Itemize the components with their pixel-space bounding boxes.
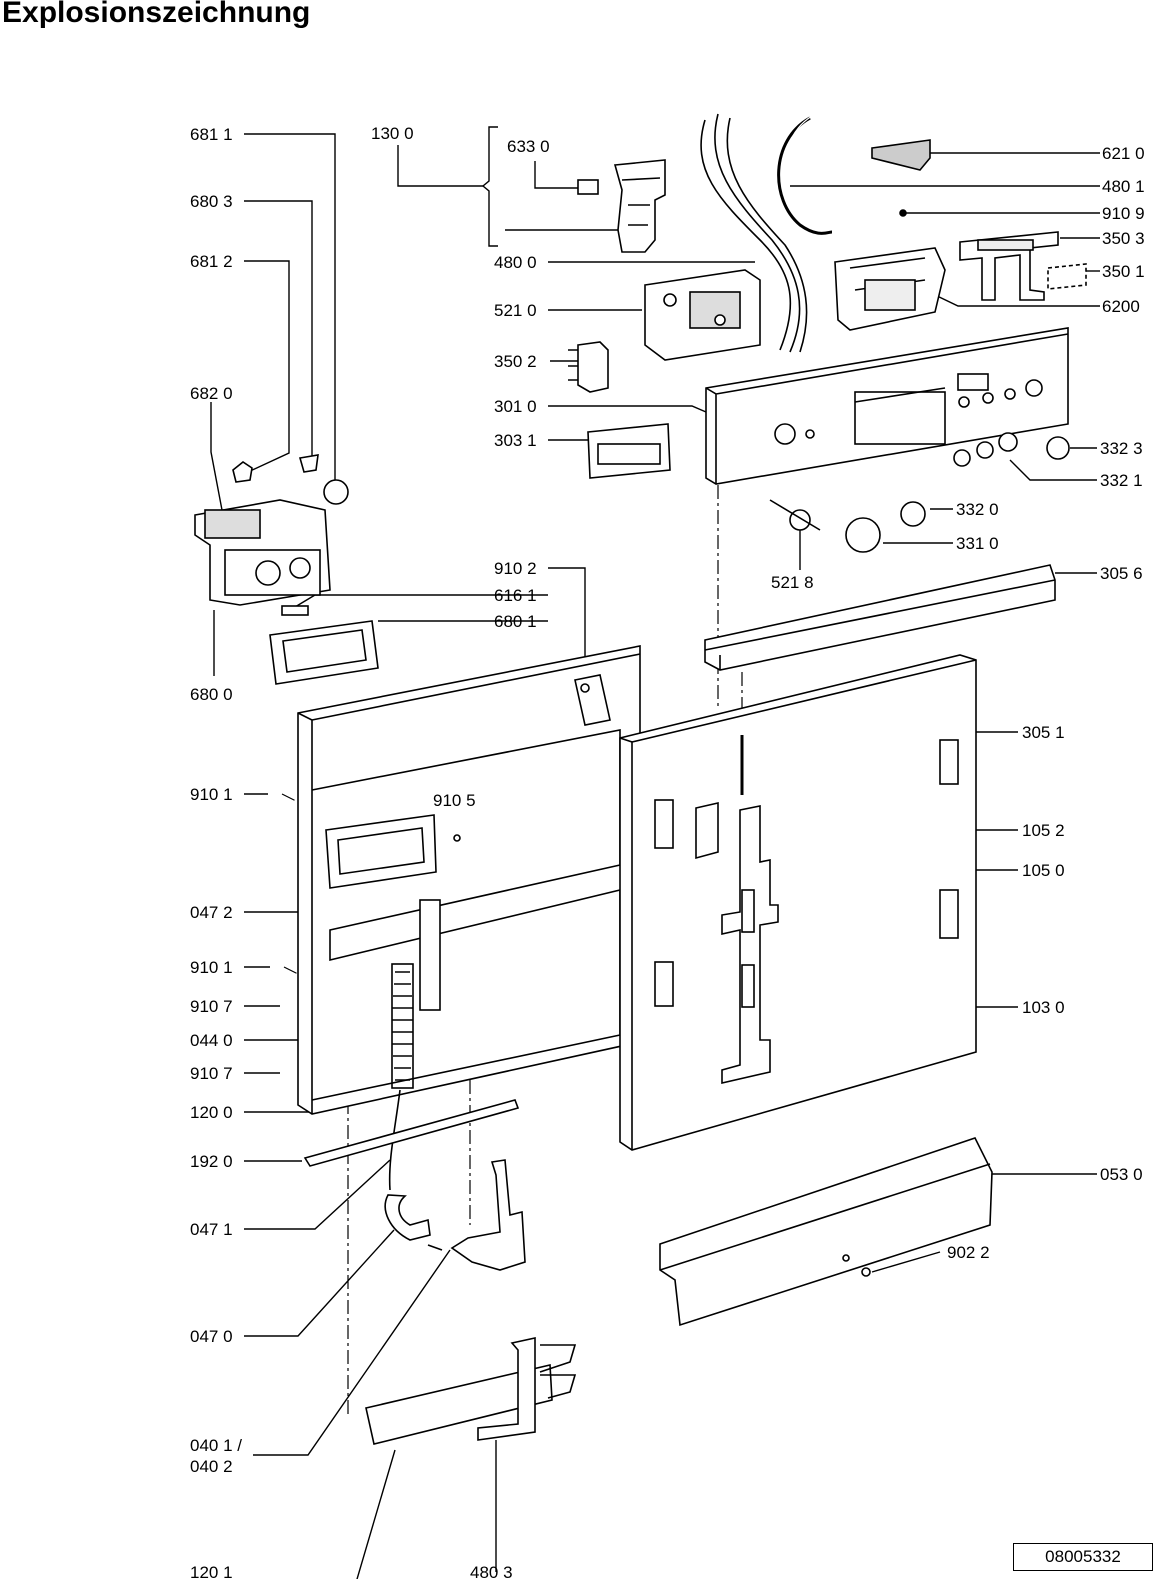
part-label: 120 1: [190, 1563, 233, 1579]
part-label: 910 7: [190, 997, 233, 1016]
knob-332-1a: [953, 449, 971, 467]
part-label: 480 1: [1102, 177, 1145, 196]
knob-332-1b: [976, 441, 994, 459]
hinge-bracket-040: [450, 1159, 526, 1271]
part-616-1: [281, 605, 309, 616]
rail-305-6: [704, 564, 1056, 671]
part-label: 680 3: [190, 192, 233, 211]
part-label: 305 6: [1100, 564, 1143, 583]
strip-192-0: [303, 1099, 520, 1167]
screw-910-9: [899, 209, 907, 217]
wiring-harness-480-0: [700, 113, 808, 353]
part-label: 105 2: [1022, 821, 1065, 840]
part-label: 910 2: [494, 559, 537, 578]
part-label: 303 1: [494, 431, 537, 450]
base-strip-120-1: [365, 1364, 553, 1445]
part-label: 130 0: [371, 124, 414, 143]
bracket-480-3: [477, 1337, 536, 1441]
part-label: 680 1: [494, 612, 537, 631]
strip-350-1: [1047, 263, 1087, 290]
part-label: 047 0: [190, 1327, 233, 1346]
part-label: 633 0: [507, 137, 550, 156]
part-label: 053 0: [1100, 1165, 1143, 1184]
knob-331-0: [845, 517, 881, 553]
switch-633-0: [577, 179, 599, 195]
door-lock-bracket: [613, 159, 666, 253]
screw-902-2: [861, 1267, 871, 1277]
part-label: 040 1 /: [190, 1436, 242, 1455]
part-label: 480 0: [494, 253, 537, 272]
bracket-350-2: [577, 341, 609, 393]
outer-door-103-0: [619, 654, 977, 1151]
part-label: 910 1: [190, 785, 233, 804]
part-label: 521 0: [494, 301, 537, 320]
part-label: 681 1: [190, 125, 233, 144]
part-label: 040 2: [190, 1457, 233, 1476]
part-label: 305 1: [1022, 723, 1065, 742]
part-label: 681 2: [190, 252, 233, 271]
part-label: 105 0: [1022, 861, 1065, 880]
part-label: 350 3: [1102, 229, 1145, 248]
lever-681-2: [232, 461, 253, 483]
part-label: 331 0: [956, 534, 999, 553]
clip-680-3: [298, 454, 319, 473]
cap-681-1: [323, 479, 349, 505]
part-label: 910 1: [190, 958, 233, 977]
page-title: Explosionszeichnung: [2, 0, 311, 29]
hook-047-1: [384, 1194, 431, 1241]
parts: [194, 113, 1087, 1445]
part-label: 044 0: [190, 1031, 233, 1050]
latch-plate-105-0: [721, 805, 779, 1085]
knob-332-1c: [998, 432, 1018, 452]
document-number-box: 08005332: [1013, 1543, 1153, 1571]
inner-door-panel: [297, 645, 641, 1115]
spring-guide: [419, 899, 441, 1011]
part-label: 910 7: [190, 1064, 233, 1083]
part-label: 332 3: [1100, 439, 1143, 458]
part-label: 902 2: [947, 1243, 990, 1262]
part-label: 682 0: [190, 384, 233, 403]
clip-105-2: [695, 801, 719, 860]
part-label: 910 5: [433, 791, 476, 810]
part-label: 350 1: [1102, 262, 1145, 281]
part-labels: 681 1 680 3 681 2 682 0 130 0 633 0 480 …: [190, 124, 1145, 1579]
part-label: 616 1: [494, 586, 537, 605]
part-label: 910 9: [1102, 204, 1145, 223]
wiring-harness-480-1: [777, 116, 833, 235]
part-label: 680 0: [190, 685, 233, 704]
part-label: 332 1: [1100, 471, 1143, 490]
knob-332-0: [900, 501, 926, 527]
screw-910-2: [580, 683, 590, 693]
part-label: 350 2: [494, 352, 537, 371]
part-label: 332 0: [956, 500, 999, 519]
part-label: 6200: [1102, 297, 1140, 316]
part-label: 047 2: [190, 903, 233, 922]
part-label: 047 1: [190, 1220, 233, 1239]
part-label: 621 0: [1102, 144, 1145, 163]
spring-044-0: [392, 971, 413, 1081]
part-label: 120 0: [190, 1103, 233, 1122]
board-621-0: [871, 139, 931, 171]
kickplate-053-0: [659, 1137, 993, 1327]
part-label: 480 3: [470, 1563, 513, 1579]
part-label: 103 0: [1022, 998, 1065, 1017]
part-label: 521 8: [771, 573, 814, 592]
part-label: 301 0: [494, 397, 537, 416]
part-label: 192 0: [190, 1152, 233, 1171]
knob-332-3: [1046, 436, 1070, 460]
